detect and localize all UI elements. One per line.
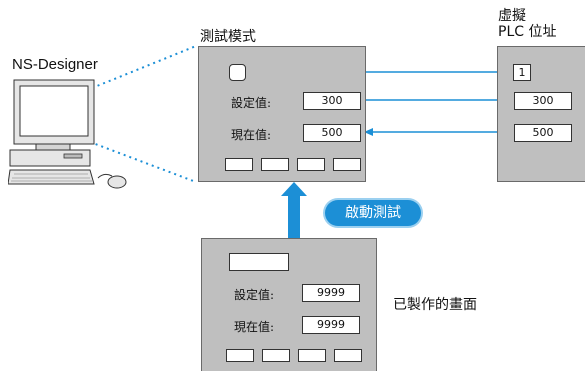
created-button-2[interactable] — [262, 349, 290, 362]
dotted-link-bottom — [89, 141, 197, 183]
virtual-plc-title-2: PLC 位址 — [498, 24, 557, 40]
current-label: 現在值: — [231, 128, 272, 142]
created-button-4[interactable] — [334, 349, 362, 362]
computer-illustration — [8, 78, 98, 190]
current-value-field[interactable]: 500 — [303, 124, 361, 142]
created-setting-label: 設定值: — [234, 288, 275, 302]
created-current-field[interactable]: 9999 — [302, 316, 360, 334]
panel-button-3[interactable] — [297, 158, 325, 171]
test-mode-title: 測試模式 — [200, 29, 256, 45]
created-setting-field[interactable]: 9999 — [302, 284, 360, 302]
arrowhead-current — [364, 128, 373, 136]
created-screen-label: 已製作的畫面 — [393, 297, 477, 313]
upload-arrow-head — [281, 182, 307, 196]
app-name: NS-Designer — [12, 56, 98, 73]
created-button-3[interactable] — [298, 349, 326, 362]
computer-icon — [8, 79, 95, 185]
lamp-indicator[interactable] — [229, 64, 246, 81]
plc-address-1: 1 — [513, 64, 531, 81]
panel-button-2[interactable] — [261, 158, 289, 171]
upload-arrow-shaft — [288, 194, 300, 238]
created-button-1[interactable] — [226, 349, 254, 362]
setting-label: 設定值: — [231, 96, 272, 110]
panel-button-4[interactable] — [333, 158, 361, 171]
test-mode-panel: 設定值: 300 現在值: 500 — [198, 46, 366, 182]
dotted-link-top — [91, 45, 197, 89]
created-screen-panel: 設定值: 9999 現在值: 9999 — [201, 238, 377, 371]
virtual-plc-title-1: 虛擬 — [498, 8, 526, 24]
created-blank-field[interactable] — [229, 253, 289, 271]
plc-value-1: 300 — [514, 92, 572, 110]
start-test-badge[interactable]: 啟動測試 — [325, 200, 421, 226]
virtual-plc-panel: 1 300 500 — [497, 46, 585, 182]
plc-value-2: 500 — [514, 124, 572, 142]
setting-value-field[interactable]: 300 — [303, 92, 361, 110]
created-current-label: 現在值: — [234, 320, 275, 334]
panel-button-1[interactable] — [225, 158, 253, 171]
